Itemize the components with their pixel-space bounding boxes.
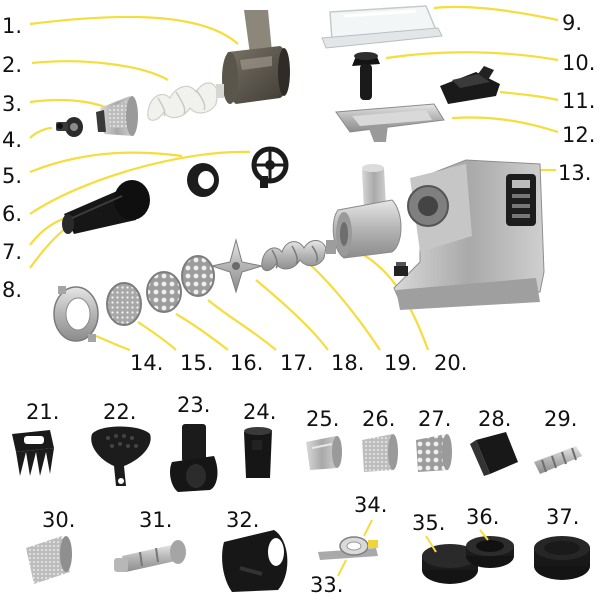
label-part-22: 22. (103, 400, 136, 424)
leader-14 (95, 334, 131, 352)
part-35-36-burger-press (422, 536, 514, 584)
label-part-7: 7. (2, 240, 22, 264)
part-29-small-auger (534, 446, 582, 474)
part-13-motor-unit (393, 159, 545, 310)
label-part-8: 8. (2, 278, 22, 302)
part-16-medium-plate (146, 271, 182, 313)
label-part-11: 11. (562, 89, 595, 113)
label-part-35: 35. (412, 511, 445, 535)
part-2-spiral-auger (147, 82, 224, 121)
label-part-21: 21. (26, 400, 59, 424)
label-part-19: 19. (384, 351, 417, 375)
part-5-round-cap (187, 163, 219, 197)
leader-6 (29, 150, 251, 215)
label-part-5: 5. (2, 164, 22, 188)
label-part-26: 26. (362, 407, 395, 431)
label-part-23: 23. (177, 393, 210, 417)
part-30-fine-drum (26, 536, 72, 584)
label-part-32: 32. (226, 508, 259, 532)
part-31-pasta-tube (114, 540, 186, 572)
label-part-4: 4. (2, 128, 22, 152)
label-part-36: 36. (466, 505, 499, 529)
label-part-14: 14. (130, 351, 163, 375)
leader-11 (499, 90, 559, 102)
label-part-3: 3. (2, 92, 22, 116)
leader-9 (433, 5, 559, 22)
leader-3 (29, 98, 109, 110)
label-part-17: 17. (280, 351, 313, 375)
leader-17 (207, 299, 277, 351)
leader-5 (29, 151, 183, 174)
part-9-clear-lid (321, 5, 443, 49)
part-3-strainer-cone (96, 96, 138, 136)
part-7-sausage-funnel (62, 180, 150, 234)
part-18-cross-blade (210, 238, 263, 294)
leader-15 (137, 321, 177, 351)
leader-16 (175, 313, 229, 351)
part-10-food-pusher (352, 52, 380, 100)
part-15-fine-plate (106, 282, 142, 326)
label-part-9: 9. (562, 11, 582, 35)
part-1-funnel-hopper (222, 10, 290, 104)
pointer-arrows (337, 519, 489, 577)
label-part-12: 12. (562, 123, 595, 147)
label-part-15: 15. (180, 351, 213, 375)
label-part-31: 31. (139, 508, 172, 532)
leader-2 (31, 60, 169, 81)
label-part-28: 28. (478, 407, 511, 431)
part-11-bracket (440, 66, 500, 104)
leader-18 (255, 279, 329, 351)
label-part-13: 13. (558, 161, 591, 185)
label-part-10: 10. (562, 51, 595, 75)
leader-19 (295, 251, 381, 351)
part-19-steel-auger (261, 240, 336, 271)
part-4-nozzle-cap (56, 117, 83, 137)
part-17-coarse-plate (181, 255, 215, 297)
label-part-16: 16. (230, 351, 263, 375)
part-22-black-paddle (91, 426, 151, 486)
part-21-meat-claws (12, 430, 54, 476)
part-12-steel-tray (335, 103, 445, 142)
part-numbers: 1. 2. 3. 4. 5. 6. 7. 8. 9. 10. 11. 12. 1… (2, 11, 595, 597)
label-part-24: 24. (243, 400, 276, 424)
part-27-drum-coarse (416, 434, 452, 472)
label-part-37: 37. (546, 505, 579, 529)
leader-4 (29, 126, 53, 139)
label-part-2: 2. (2, 53, 22, 77)
leader-1 (29, 15, 239, 45)
label-part-20: 20. (434, 351, 467, 375)
part-26-drum-grater (362, 434, 398, 472)
label-part-18: 18. (331, 351, 364, 375)
part-32-black-shroud (222, 530, 288, 592)
part-33-34-ring-stand (318, 536, 378, 560)
part-23-black-feed-tube (170, 424, 218, 492)
label-part-30: 30. (42, 508, 75, 532)
leader-10 (385, 51, 559, 62)
label-part-29: 29. (544, 407, 577, 431)
part-37-press-base (534, 536, 590, 580)
leader-lines (29, 5, 559, 352)
part-25-drum-smooth (306, 436, 342, 470)
label-part-33: 33. (310, 573, 343, 597)
label-part-25: 25. (306, 407, 339, 431)
part-28-black-sleeve (470, 432, 518, 476)
label-part-27: 27. (418, 407, 451, 431)
part-14-locking-ring (53, 286, 99, 342)
part-20-grinder-head (332, 164, 402, 259)
label-part-34: 34. (354, 493, 387, 517)
label-part-6: 6. (2, 202, 22, 226)
leader-12 (451, 116, 559, 134)
label-part-1: 1. (2, 14, 22, 38)
part-24-black-cup (244, 427, 272, 478)
part-6-handle-wheel (251, 146, 289, 188)
